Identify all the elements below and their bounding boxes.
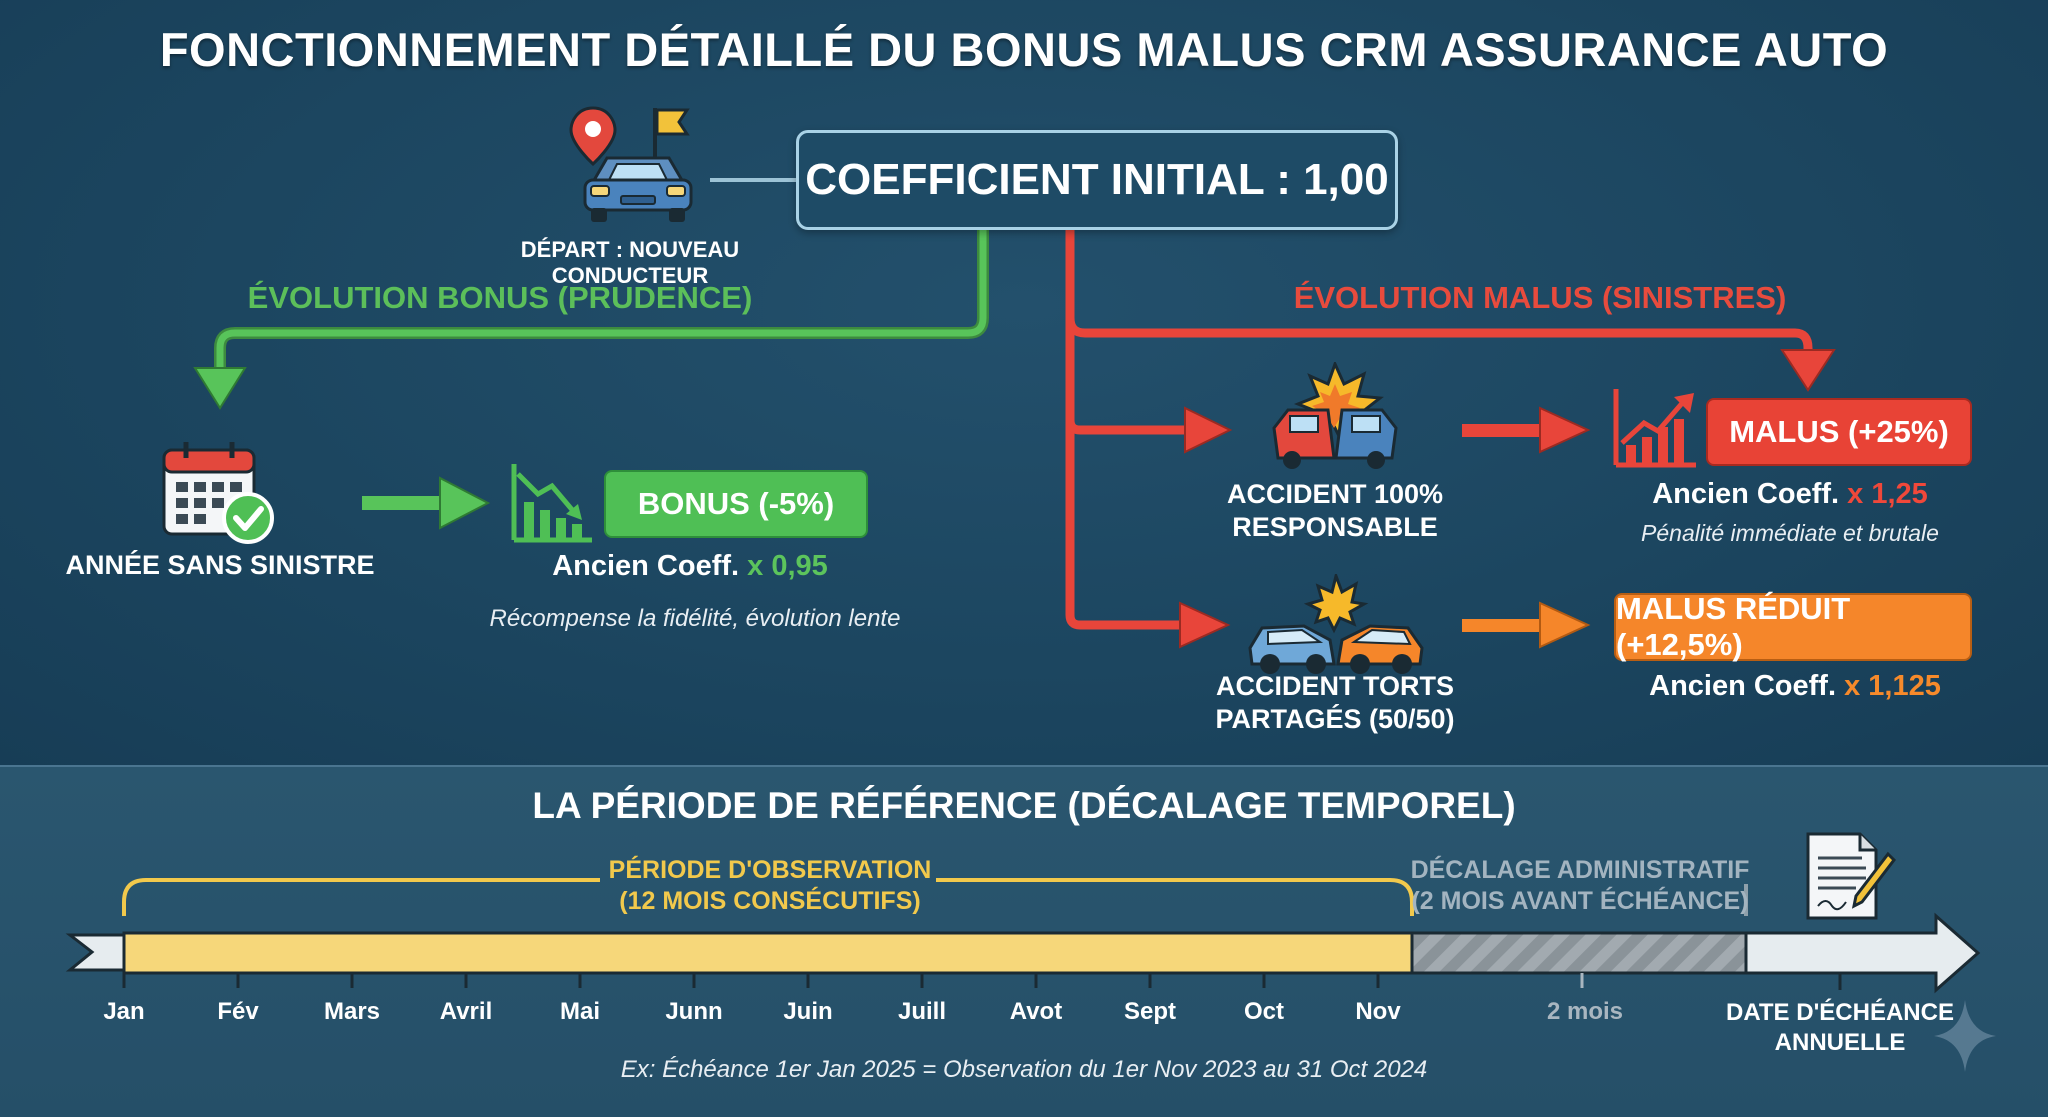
contract-signature-icon — [1806, 832, 1896, 920]
due-line1: DATE D'ÉCHÉANCE — [1726, 999, 1954, 1026]
flag-icon — [653, 108, 690, 160]
car-crash-icon — [1272, 362, 1398, 469]
malus-coef-prefix: Ancien Coeff. — [1652, 478, 1840, 510]
reference-period-title: LA PÉRIODE DE RÉFÉRENCE (DÉCALAGE TEMPOR… — [532, 785, 1516, 826]
malus-coefficient: Ancien Coeff. x 1,25 — [1600, 478, 1980, 511]
malus-full-arrow-head — [1539, 406, 1591, 454]
bonus-coef-value: x 0,95 — [747, 550, 828, 582]
gap-duration-label: 2 mois — [1546, 998, 1624, 1025]
bonus-coefficient: Ancien Coeff. x 0,95 — [480, 550, 900, 583]
car-icon — [583, 156, 693, 222]
month-label: Junn — [665, 998, 723, 1025]
month-label: Mars — [323, 998, 381, 1025]
no-claim-year-label: ANNÉE SANS SINISTRE — [65, 550, 375, 580]
month-label: Oct — [1243, 998, 1284, 1025]
due-line2: ANNUELLE — [1774, 1029, 1906, 1056]
malus-top-path — [1065, 317, 1813, 352]
month-label: Avril — [439, 998, 493, 1025]
month-label: Fév — [217, 998, 259, 1025]
chart-up-icon — [1613, 389, 1696, 468]
month-ticks — [122, 973, 1380, 988]
observation-period-bar — [122, 931, 1414, 975]
month-label: Juill — [897, 998, 946, 1025]
observation-period-label: PÉRIODE D'OBSERVATION (12 MOIS CONSÉCUTI… — [560, 855, 980, 917]
malus-coef-value: x 1,25 — [1847, 478, 1928, 510]
admin-line2: (2 MOIS AVANT ÉCHÉANCE) — [1411, 887, 1749, 915]
malus-shared-arrow-head — [1539, 601, 1591, 649]
malus-branch-full-head — [1184, 406, 1233, 454]
admin-line1: DÉCALAGE ADMINISTRATIF — [1410, 856, 1750, 884]
malus-branch-shared-head — [1179, 601, 1231, 649]
timeline — [65, 878, 1981, 994]
malus-badge: MALUS (+25%) — [1706, 398, 1972, 466]
malus-full-arrow-shaft — [1462, 424, 1542, 437]
full-fault-line2: RESPONSABLE — [1232, 512, 1438, 542]
calendar-check-icon — [162, 442, 274, 544]
observation-bracket-left — [122, 878, 600, 916]
initial-coefficient-box: COEFFICIENT INITIAL : 1,00 — [796, 130, 1398, 230]
malus-trunk — [1065, 230, 1180, 630]
malus-top-arrowhead — [1780, 349, 1836, 392]
reduced-malus-coef-prefix: Ancien Coeff. — [1649, 670, 1837, 702]
bonus-arrow-head — [439, 476, 491, 530]
malus-shared-arrow-shaft — [1462, 619, 1542, 632]
bonus-evolution-title: ÉVOLUTION BONUS (PRUDENCE) — [247, 280, 753, 315]
timeline-arrow-head — [1744, 912, 1981, 994]
bonus-path — [216, 230, 987, 370]
reduced-malus-coefficient: Ancien Coeff. x 1,125 — [1600, 670, 1990, 703]
flow-arrows — [193, 178, 1836, 649]
month-label: Avot — [1009, 998, 1063, 1025]
map-pin-icon — [569, 106, 617, 167]
bonus-coef-prefix: Ancien Coeff. — [552, 550, 740, 582]
chart-down-icon — [511, 464, 592, 543]
timeline-tail — [65, 933, 126, 972]
due-date-label: DATE D'ÉCHÉANCE ANNUELLE — [1710, 998, 1970, 1058]
administrative-gap-bar — [1410, 931, 1748, 975]
shared-fault-accident-label: ACCIDENT TORTS PARTAGÉS (50/50) — [1190, 670, 1480, 736]
malus-evolution-title: ÉVOLUTION MALUS (SINISTRES) — [1293, 280, 1787, 315]
observation-line1: PÉRIODE D'OBSERVATION — [608, 856, 932, 884]
depart-label: DÉPART : NOUVEAU CONDUCTEUR — [520, 237, 740, 288]
malus-description: Pénalité immédiate et brutale — [1641, 520, 1939, 546]
start-illustration — [569, 106, 693, 222]
observation-line2: (12 MOIS CONSÉCUTIFS) — [619, 887, 921, 915]
main-title: FONCTIONNEMENT DÉTAILLÉ DU BONUS MALUS C… — [159, 23, 1889, 76]
bonus-badge: BONUS (-5%) — [604, 470, 868, 538]
malus-branch-full — [1065, 419, 1190, 435]
example-note: Ex: Échéance 1er Jan 2025 = Observation … — [620, 1056, 1428, 1083]
shared-fault-line1: ACCIDENT TORTS — [1215, 671, 1454, 701]
bonus-arrowhead — [193, 367, 247, 410]
sparkle-icon — [1934, 1000, 1996, 1072]
month-label: Sept — [1123, 998, 1176, 1025]
administrative-gap-label: DÉCALAGE ADMINISTRATIF (2 MOIS AVANT ÉCH… — [1410, 855, 1750, 917]
bonus-description: Récompense la fidélité, évolution lente — [489, 605, 901, 632]
bonus-arrow-shaft — [362, 496, 442, 510]
full-fault-line1: ACCIDENT 100% — [1226, 479, 1444, 509]
month-label: Mai — [559, 998, 600, 1025]
shared-fault-line2: PARTAGÉS (50/50) — [1215, 704, 1455, 734]
reduced-malus-badge: MALUS RÉDUIT (+12,5%) — [1614, 591, 1972, 662]
two-cars-collision-icon — [1248, 574, 1424, 674]
observation-bracket-right — [936, 878, 1414, 916]
month-label: Nov — [1355, 998, 1401, 1025]
month-label: Juin — [783, 998, 833, 1025]
full-fault-accident-label: ACCIDENT 100% RESPONSABLE — [1190, 478, 1480, 544]
reduced-malus-coef-value: x 1,125 — [1844, 670, 1941, 702]
month-label: Jan — [103, 998, 145, 1025]
